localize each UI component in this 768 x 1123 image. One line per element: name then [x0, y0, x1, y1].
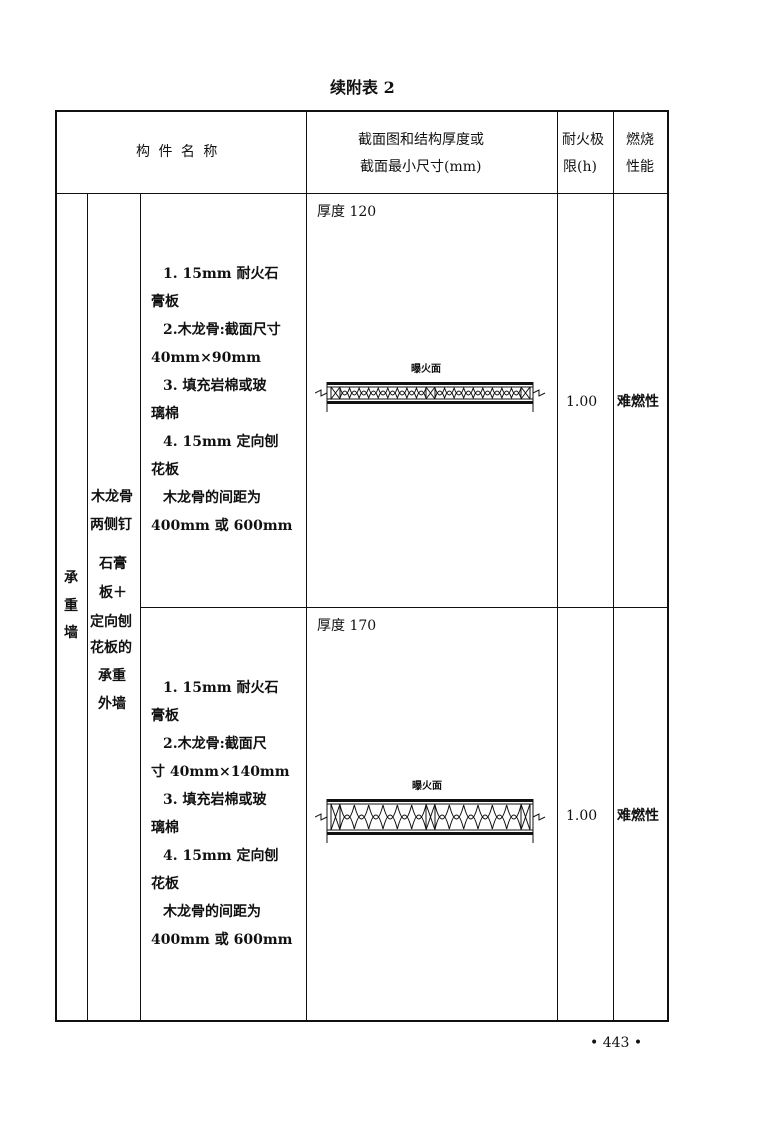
burning-performance: 难燃性 — [617, 394, 659, 410]
category-char: 承 — [64, 570, 78, 586]
component-line: 1. 15mm 耐火石 — [163, 680, 279, 696]
col-divider — [87, 193, 88, 1021]
fire-limit: 1.00 — [566, 808, 598, 824]
burning-performance: 难燃性 — [617, 808, 659, 824]
component-line: 膏板 — [151, 294, 179, 310]
component-line: 3. 填充岩棉或玻 — [163, 378, 267, 394]
component-line: 木龙骨的间距为 — [163, 904, 261, 920]
subcategory-line: 承重 — [98, 668, 126, 684]
fire-limit: 1.00 — [566, 394, 598, 410]
header-divider — [55, 193, 669, 194]
thickness-label: 厚度 120 — [317, 204, 377, 220]
component-line: 40mm×90mm — [151, 350, 261, 366]
thickness-label: 厚度 170 — [317, 618, 377, 634]
subcategory-line: 外墙 — [98, 696, 126, 712]
fire-face-label: 曝火面 — [412, 781, 442, 792]
component-line: 4. 15mm 定向刨 — [163, 848, 279, 864]
subcategory-line: 两侧钉 — [90, 517, 132, 533]
component-line: 3. 填充岩棉或玻 — [163, 792, 267, 808]
page-number: • 443 • — [590, 1035, 643, 1051]
component-line: 花板 — [151, 462, 179, 478]
table-title: 续附表 2 — [330, 78, 395, 97]
subcategory-line: 花板的 — [90, 640, 132, 656]
header-name: 构 件 名 称 — [136, 144, 220, 160]
component-line: 寸 40mm×140mm — [151, 764, 290, 780]
component-line: 璃棉 — [151, 406, 179, 422]
header-burn-1: 燃烧 — [626, 132, 654, 148]
component-line: 2.木龙骨:截面尺 — [163, 736, 267, 752]
component-line: 1. 15mm 耐火石 — [163, 266, 279, 282]
fire-face-label: 曝火面 — [411, 364, 441, 375]
header-section-2: 截面最小尺寸(mm) — [360, 159, 482, 175]
component-line: 花板 — [151, 876, 179, 892]
header-burn-2: 性能 — [626, 159, 654, 175]
header-fire-1: 耐火极 — [562, 132, 604, 148]
component-line: 膏板 — [151, 708, 179, 724]
subcategory-line: 木龙骨 — [91, 489, 133, 505]
col-divider — [306, 110, 307, 1021]
header-section-1: 截面图和结构厚度或 — [358, 132, 484, 148]
subcategory-line: 板＋ — [99, 585, 127, 601]
subcategory-line: 定向刨 — [90, 614, 132, 630]
table-left-border — [55, 110, 57, 1022]
table-top-border — [55, 110, 669, 112]
col-divider — [557, 110, 558, 1021]
component-line: 400mm 或 600mm — [151, 518, 293, 534]
category-char: 重 — [64, 598, 78, 614]
col-divider — [613, 110, 614, 1021]
component-line: 璃棉 — [151, 820, 179, 836]
component-line: 4. 15mm 定向刨 — [163, 434, 279, 450]
component-line: 木龙骨的间距为 — [163, 490, 261, 506]
header-fire-2: 限(h) — [563, 159, 597, 175]
component-line: 2.木龙骨:截面尺寸 — [163, 322, 281, 338]
subcategory-line: 石膏 — [99, 556, 127, 572]
row-divider — [140, 607, 668, 608]
wall-section-diagram — [315, 382, 546, 412]
table-right-border — [667, 110, 669, 1022]
table-bottom-border — [55, 1020, 669, 1022]
wall-section-diagram — [315, 799, 546, 843]
component-line: 400mm 或 600mm — [151, 932, 293, 948]
category-char: 墙 — [64, 625, 78, 641]
